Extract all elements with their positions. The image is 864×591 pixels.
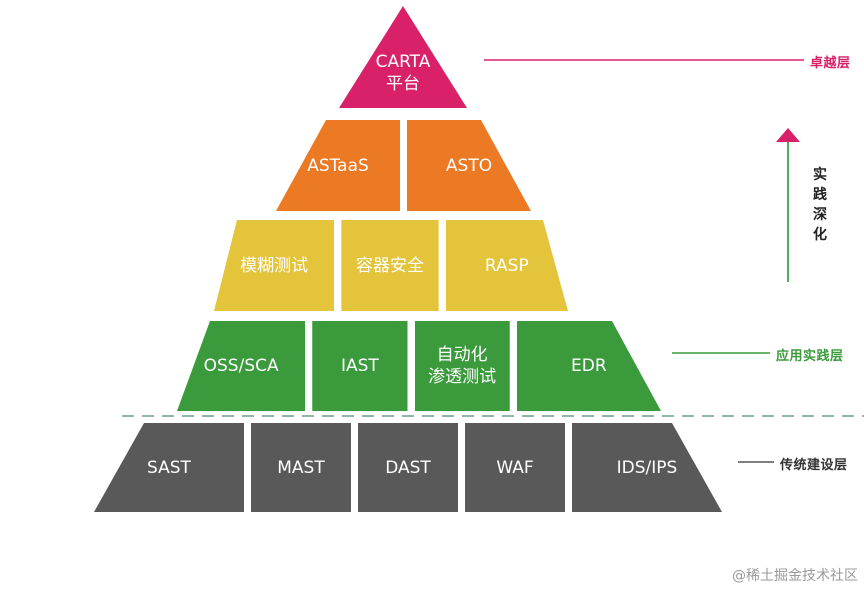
pyramid-base-segment: WAF [465, 423, 565, 512]
pyramid-base-segment: SAST [94, 423, 244, 512]
pyramid-third-segment: 模糊测试 [214, 220, 335, 311]
watermark: @稀土掘金技术社区 [732, 568, 858, 584]
pyramid-segment-label: OSS/SCA [203, 356, 279, 376]
pyramid-segment-label: RASP [484, 255, 529, 276]
top-layer-label: 卓越层 [810, 56, 851, 71]
middle-layer-label: 应用实践层 [776, 349, 844, 364]
pyramid-fourth-segment: 自动化 渗透测试 [414, 321, 510, 411]
pyramid-base-segment: DAST [358, 423, 458, 512]
pyramid-segment-label: EDR [571, 356, 607, 376]
pyramid-segment-label: ASTaaS [307, 155, 369, 176]
pyramid-segment-label: WAF [496, 457, 534, 478]
pyramid-segment-label: ASTO [445, 155, 493, 176]
pyramid-segment-label: MAST [277, 457, 325, 478]
pyramid-segment-label: 容器安全 [355, 255, 424, 276]
pyramid-segment-label: 模糊测试 [240, 255, 309, 276]
pyramid-fourth-segment: IAST [312, 321, 408, 411]
pyramid-segment-label: SAST [147, 457, 191, 478]
practice-deepening-label: 实践深化 [813, 167, 827, 243]
pyramid-segment-label: DAST [385, 457, 431, 478]
pyramid-segment-label: 自动化 渗透测试 [428, 345, 497, 387]
pyramid-third-segment: 容器安全 [341, 220, 439, 311]
pyramid-segment-label: CARTA 平台 [375, 52, 431, 94]
pyramid-base-segment: MAST [251, 423, 351, 512]
arrow-up-icon [776, 128, 800, 142]
pyramid-segment-label: IAST [340, 356, 379, 376]
pyramid-segment-label: IDS/IPS [616, 457, 678, 478]
bottom-layer-label: 传统建设层 [780, 458, 848, 473]
